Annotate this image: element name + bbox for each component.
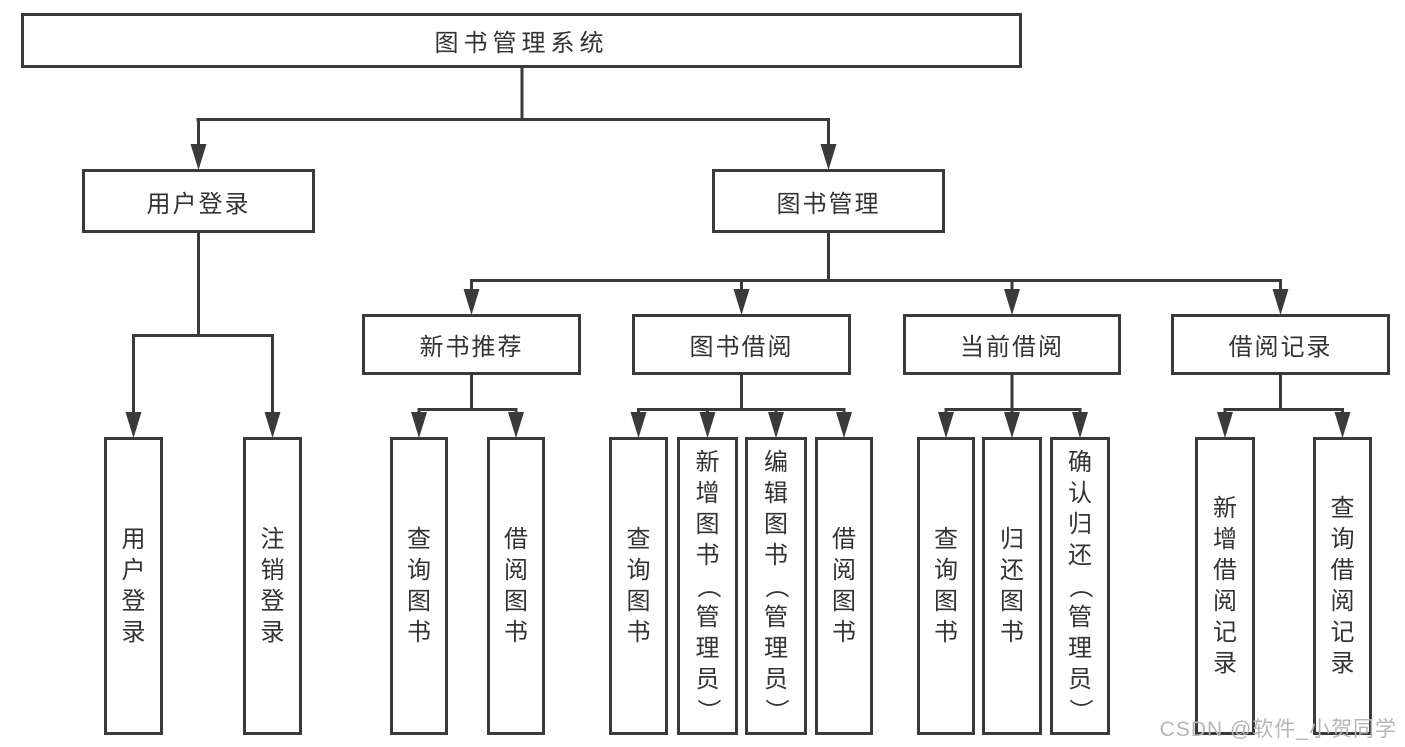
node-label: 借阅图书: [504, 526, 528, 646]
node-label: 借阅图书: [832, 526, 856, 646]
arrowhead: [1004, 412, 1020, 438]
arrowhead: [699, 412, 716, 438]
node-label: 用户登录: [121, 526, 146, 646]
arrowhead: [733, 289, 750, 315]
arrowhead: [508, 412, 524, 438]
connector-borrow-record-children: [1223, 375, 1344, 414]
leaf-logout: 注销登录: [243, 437, 302, 735]
node-borrow-records: 借阅记录: [1171, 314, 1390, 375]
arrowhead: [190, 144, 207, 170]
arrowhead: [1217, 412, 1233, 438]
node-book-borrowing: 图书借阅: [632, 314, 851, 375]
arrowhead: [1334, 412, 1351, 438]
node-label: 注销登录: [260, 526, 285, 646]
arrowhead: [1072, 412, 1088, 438]
node-label: 新增图书（管理员）: [694, 448, 721, 723]
node-new-book-recommend: 新书推荐: [362, 314, 581, 375]
arrowhead: [820, 144, 837, 170]
arrowhead: [463, 289, 480, 315]
node-label: 查询图书: [934, 526, 958, 646]
leaf-borrowing-add-books-admin: 新增图书（管理员）: [677, 437, 738, 735]
leaf-records-query-borrow-record: 查询借阅记录: [1313, 437, 1372, 735]
node-library-management-system: 图书管理系统: [21, 13, 1022, 68]
leaf-recommend-query-books: 查询图书: [390, 437, 448, 735]
connector-root-to-level2: [196, 68, 830, 146]
arrowhead: [836, 412, 852, 438]
arrowhead: [630, 412, 647, 438]
leaf-current-confirm-return-admin: 确认归还（管理员）: [1050, 437, 1110, 735]
connector-current-borrow-children: [944, 375, 1082, 414]
node-label: 用户登录: [146, 190, 251, 218]
node-label: 新增借阅记录: [1213, 495, 1237, 677]
connector-new-book-children: [417, 375, 518, 414]
node-current-borrowing: 当前借阅: [903, 314, 1121, 375]
node-label: 图书管理: [776, 190, 881, 218]
node-label: 当前借阅: [960, 334, 1064, 361]
leaf-current-query-books: 查询图书: [917, 437, 975, 735]
node-book-management: 图书管理: [712, 169, 945, 233]
connector-book-borrow-children: [637, 375, 846, 414]
leaf-recommend-borrow-books: 借阅图书: [487, 437, 545, 735]
node-label: 编辑图书（管理员）: [762, 448, 790, 723]
arrowhead: [411, 412, 427, 438]
leaf-records-add-borrow-record: 新增借阅记录: [1195, 437, 1255, 735]
leaf-user-login: 用户登录: [104, 437, 163, 735]
node-user-login: 用户登录: [82, 169, 315, 233]
arrowhead: [264, 412, 281, 438]
connector-book-mgmt-to-level3: [470, 233, 1282, 291]
node-label: 图书借阅: [689, 334, 794, 361]
node-label: 查询图书: [626, 526, 651, 646]
node-label: 借阅记录: [1228, 334, 1333, 361]
leaf-borrowing-query-books: 查询图书: [609, 437, 668, 735]
node-label: 图书管理系统: [434, 30, 609, 57]
arrowhead: [1004, 289, 1020, 315]
csdn-watermark: CSDN @软件_小贺同学: [1159, 718, 1397, 741]
leaf-borrowing-edit-books-admin: 编辑图书（管理员）: [745, 437, 807, 735]
arrowhead: [125, 412, 142, 438]
node-label: 确认归还（管理员）: [1066, 448, 1094, 723]
arrowhead: [1272, 289, 1289, 315]
arrowhead: [938, 412, 954, 438]
node-label: 查询图书: [407, 526, 431, 646]
node-label: 新书推荐: [419, 334, 524, 361]
leaf-borrowing-borrow-books: 借阅图书: [815, 437, 873, 735]
leaf-current-return-books: 归还图书: [982, 437, 1042, 735]
node-label: 归还图书: [1000, 526, 1024, 646]
node-label: 查询借阅记录: [1330, 495, 1355, 677]
arrowhead: [768, 412, 784, 438]
connector-user-login-children: [132, 233, 274, 414]
